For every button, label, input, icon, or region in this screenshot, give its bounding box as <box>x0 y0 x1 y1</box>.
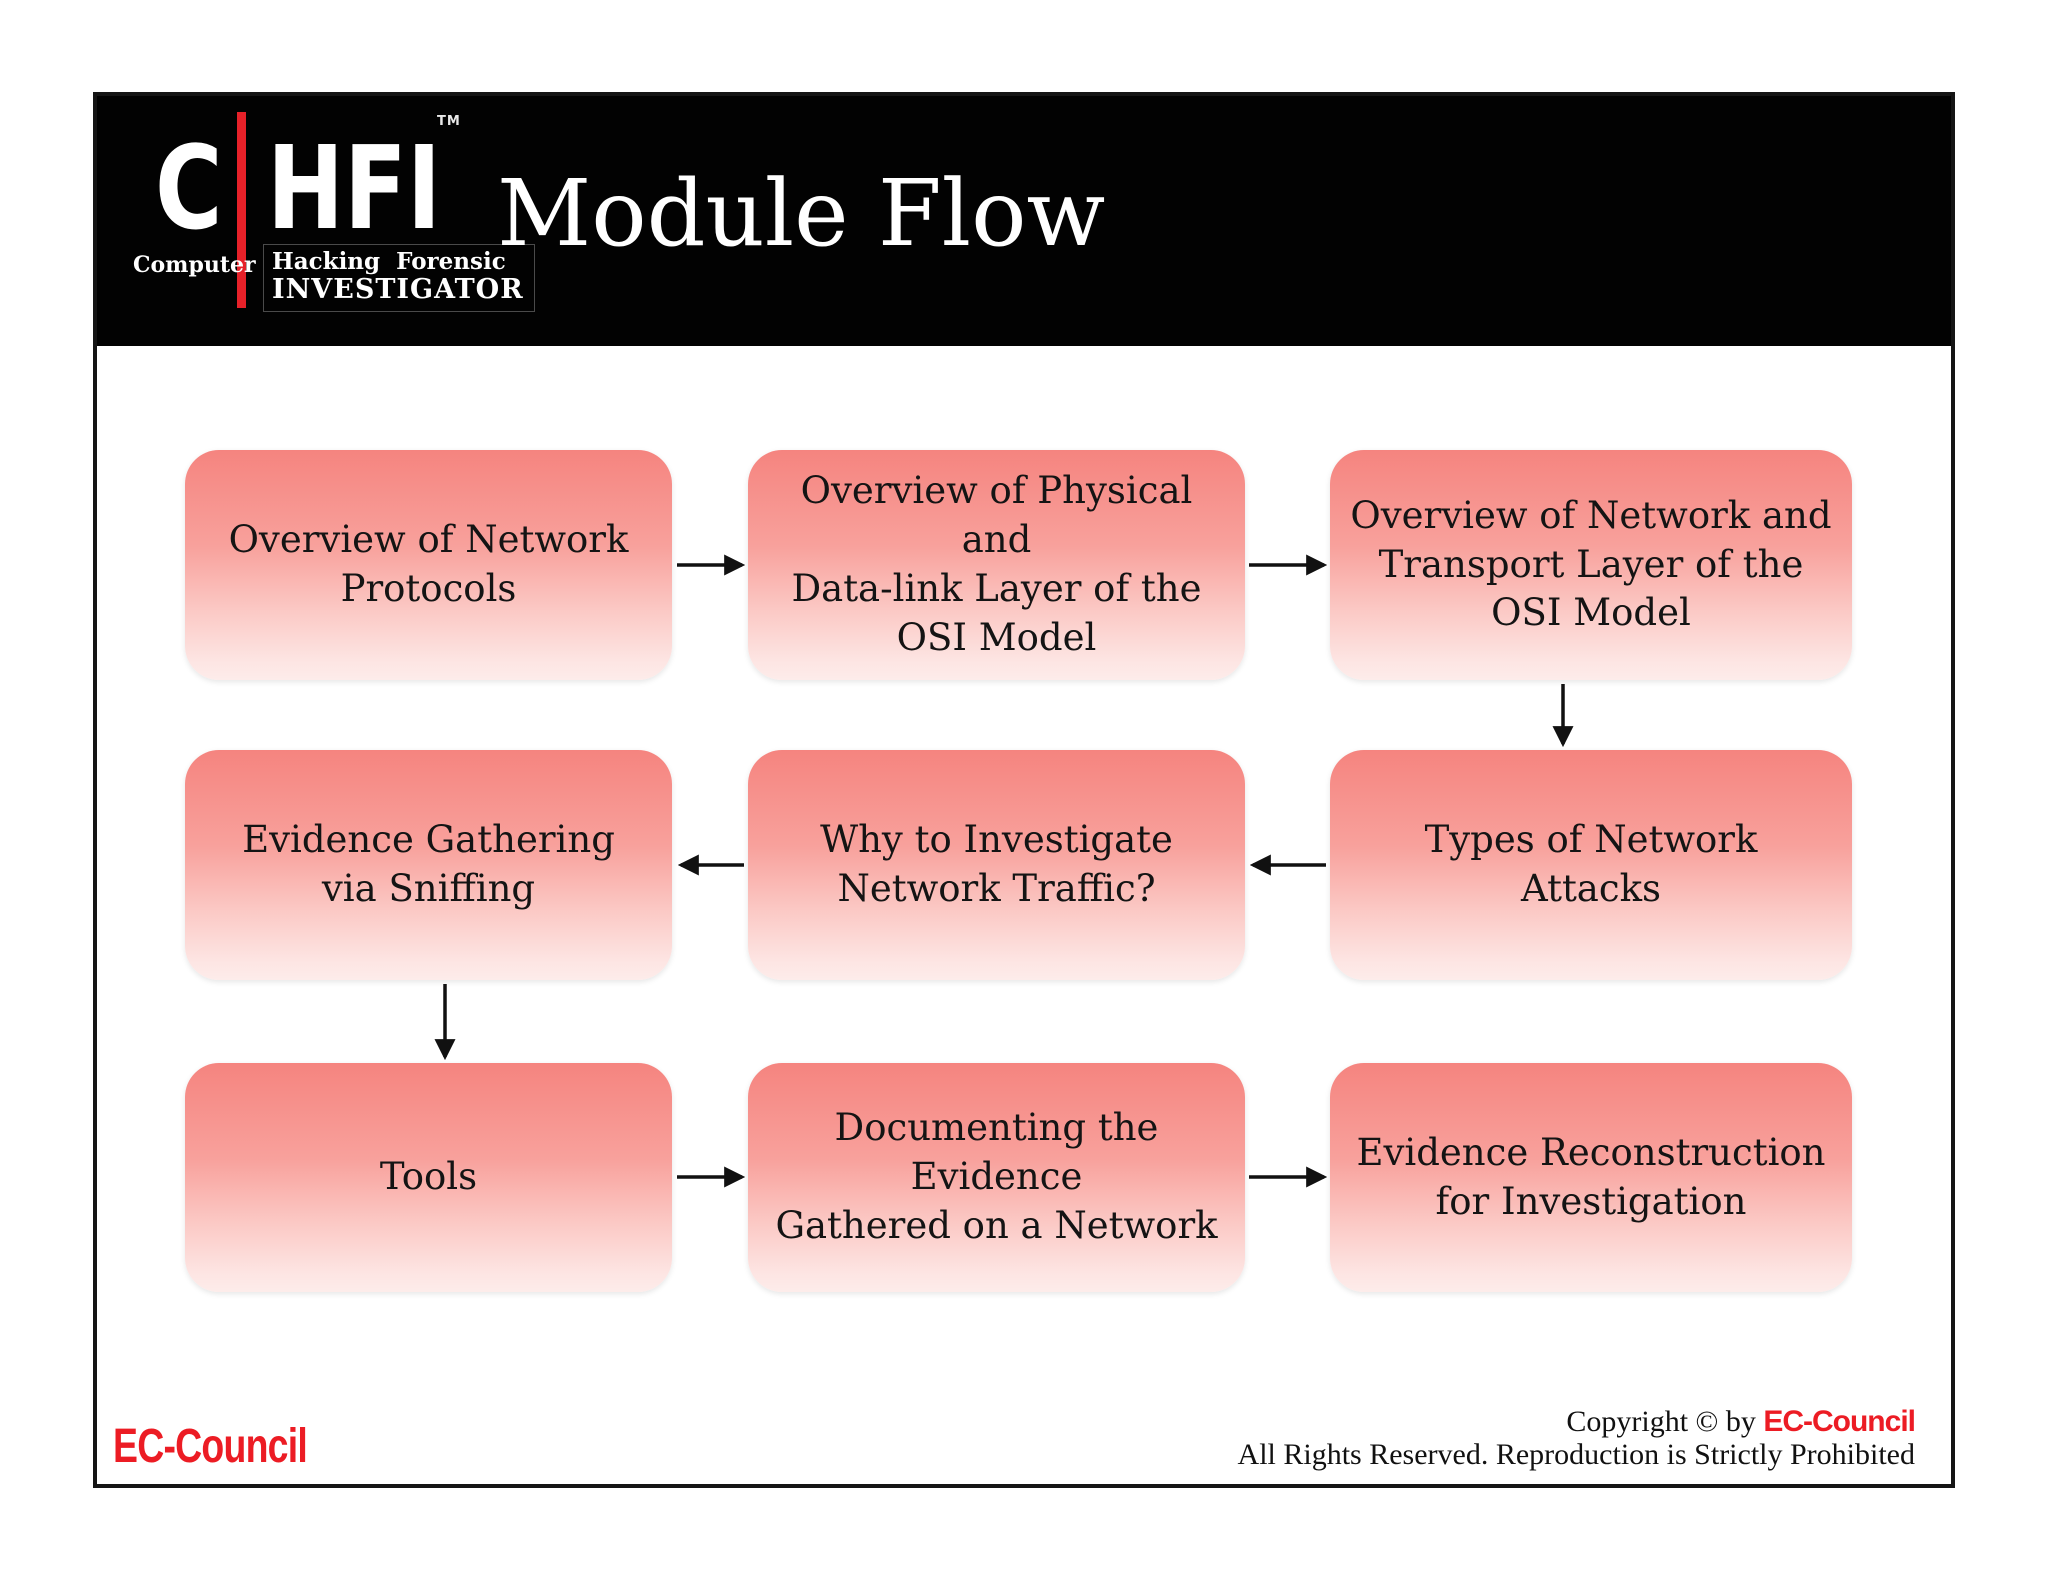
flow-box-label: Types of Network Attacks <box>1424 818 1758 910</box>
header-bar: C HFI TM Computer Hacking Forensic INVES… <box>97 96 1951 346</box>
ec-council-logo: EC-Council <box>113 1420 308 1473</box>
flow-box-label: Why to Investigate Network Traffic? <box>820 818 1173 910</box>
flow-box-tools: Tools <box>185 1063 672 1292</box>
trademark-mark: TM <box>437 114 461 129</box>
copyright-line-2: All Rights Reserved. Reproduction is Str… <box>1237 1438 1915 1472</box>
flow-box-label: Documenting the Evidence Gathered on a N… <box>775 1106 1218 1247</box>
logo-investigator: INVESTIGATOR <box>272 274 524 306</box>
copyright-line-1: Copyright © by EC-Council <box>1238 1404 1916 1439</box>
flow-box-label: Overview of Physical and Data-link Layer… <box>791 469 1202 659</box>
flow-box-label: Evidence Gathering via Sniffing <box>242 818 615 910</box>
logo-hacking-forensic: Hacking Forensic <box>272 248 506 275</box>
logo-subtitle-box: Hacking Forensic INVESTIGATOR <box>263 244 535 313</box>
logo-letter-c: C <box>155 122 223 256</box>
copyright-notice: Copyright © by EC-Council All Rights Res… <box>1237 1404 1916 1472</box>
flow-box-documenting-evidence: Documenting the Evidence Gathered on a N… <box>748 1063 1245 1292</box>
flow-box-label: Tools <box>379 1155 478 1199</box>
flow-box-why-investigate-traffic: Why to Investigate Network Traffic? <box>748 750 1245 980</box>
page-title: Module Flow <box>497 160 1106 267</box>
flow-box-network-transport-osi: Overview of Network and Transport Layer … <box>1330 450 1852 680</box>
slide-frame: C HFI TM Computer Hacking Forensic INVES… <box>93 92 1955 1488</box>
chfi-logo: C HFI TM Computer Hacking Forensic INVES… <box>97 96 535 346</box>
logo-word-computer: Computer <box>133 252 256 278</box>
flow-box-label: Overview of Network Protocols <box>228 518 629 610</box>
logo-letters-hfi: HFI <box>267 122 442 256</box>
flow-box-label: Overview of Network and Transport Layer … <box>1350 493 1832 635</box>
flow-box-types-network-attacks: Types of Network Attacks <box>1330 750 1852 980</box>
flow-box-evidence-reconstruction: Evidence Reconstruction for Investigatio… <box>1330 1063 1852 1292</box>
copyright-prefix: Copyright © by <box>1566 1404 1764 1438</box>
logo-red-bar <box>237 112 246 308</box>
copyright-brand: EC-Council <box>1763 1404 1916 1438</box>
flow-box-label: Evidence Reconstruction for Investigatio… <box>1356 1130 1826 1223</box>
flow-box-overview-network-protocols: Overview of Network Protocols <box>185 450 672 680</box>
flow-box-evidence-gathering-sniffing: Evidence Gathering via Sniffing <box>185 750 672 980</box>
flow-box-physical-datalink-osi: Overview of Physical and Data-link Layer… <box>748 450 1245 680</box>
